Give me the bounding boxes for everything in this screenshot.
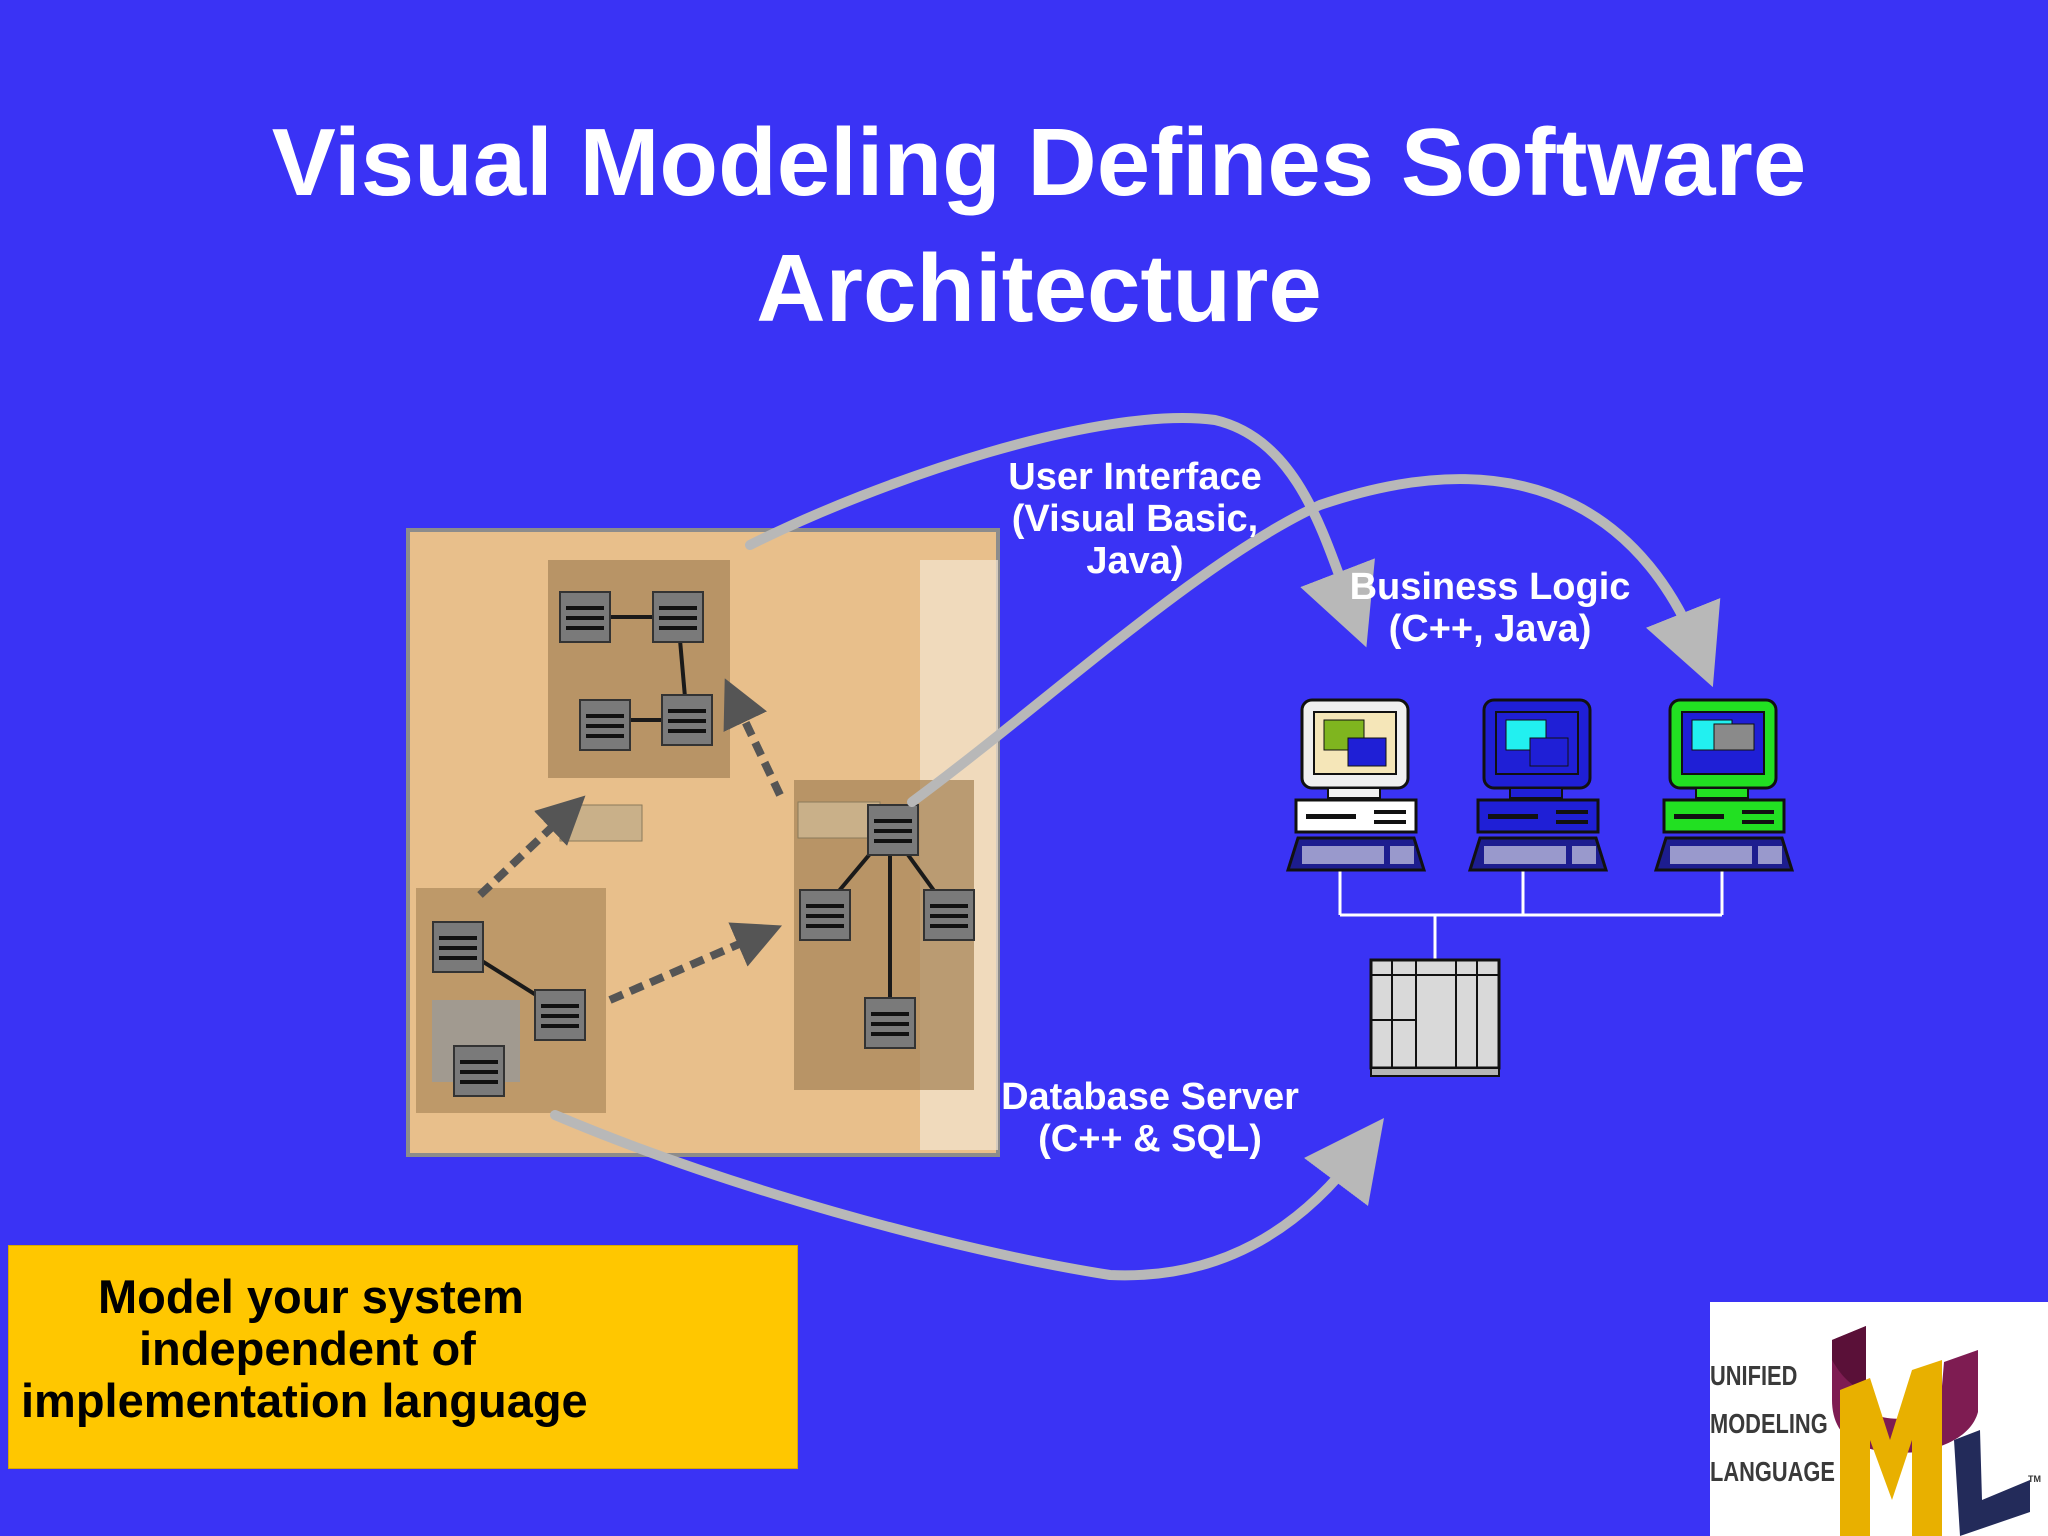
callout-line-3: implementation language: [21, 1374, 588, 1427]
class-box: [864, 997, 916, 1049]
class-box: [661, 694, 713, 746]
logo-line-modeling: MODELING: [1710, 1408, 1828, 1439]
flow-arrows: [550, 413, 1721, 1281]
db-label-line-2: (C++ & SQL): [1038, 1118, 1262, 1160]
computer-icon: [1653, 698, 1795, 872]
bl-label-line-2: (C++, Java): [1388, 608, 1592, 650]
arrow-ui-to-workstation: [745, 413, 1375, 648]
server-icon: [1369, 958, 1501, 1077]
business-logic-label: Business Logic (C++, Java): [1330, 566, 1650, 650]
arrow-business-logic-to-workstation: [907, 474, 1721, 807]
arrow-database-to-server: [550, 1110, 1385, 1281]
class-box: [799, 889, 851, 941]
logo-line-language: LANGUAGE: [1710, 1456, 1835, 1487]
ui-label-line-3: Java): [1086, 540, 1184, 582]
title-line-1: Visual Modeling Defines Software: [271, 109, 1807, 216]
class-box: [453, 1045, 505, 1097]
class-box: [579, 699, 631, 751]
class-box: [432, 921, 484, 973]
ui-label-line-2: (Visual Basic,: [1011, 498, 1259, 540]
uml-logo: [1710, 1302, 2048, 1536]
db-label-line-1: Database Server: [1001, 1076, 1299, 1118]
ui-label-line-1: User Interface: [1008, 456, 1262, 498]
class-box: [534, 989, 586, 1041]
class-box-group: [432, 591, 975, 1097]
database-server-label: Database Server (C++ & SQL): [985, 1076, 1315, 1160]
slide-title: Visual Modeling Defines Software Archite…: [0, 100, 2048, 352]
computer-icon: [1285, 698, 1427, 872]
computer-icon: [1467, 698, 1609, 872]
class-box: [923, 889, 975, 941]
class-box: [867, 804, 919, 856]
logo-line-unified: UNIFIED: [1710, 1360, 1798, 1391]
user-interface-label: User Interface (Visual Basic, Java): [985, 456, 1285, 582]
bl-label-line-1: Business Logic: [1349, 566, 1631, 608]
callout-line-1: Model your system: [98, 1270, 524, 1323]
callout-line-2: independent of: [139, 1322, 476, 1375]
callout-box: Model your system independent of impleme…: [8, 1245, 798, 1469]
title-line-2: Architecture: [756, 235, 1322, 342]
uml-diagram-screenshot: [406, 528, 1000, 1157]
logo-trademark: TM: [2028, 1474, 2041, 1484]
network-lines: [1338, 870, 1724, 960]
class-box: [559, 591, 611, 643]
class-box: [652, 591, 704, 643]
